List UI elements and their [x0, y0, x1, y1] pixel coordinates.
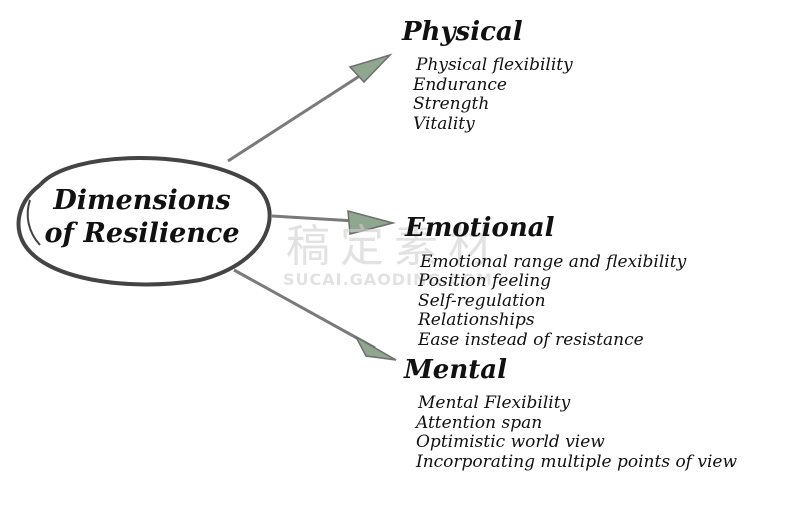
item-mental-1: Mental Flexibility [418, 393, 571, 413]
center-label: Dimensions of Resilience [22, 184, 262, 250]
item-physical-1: Physical flexibility [416, 55, 573, 75]
item-mental-3: Optimistic world view [416, 432, 605, 452]
watermark-cn: 稿定素材 [286, 221, 502, 272]
item-emotional-3: Self-regulation [418, 291, 546, 311]
item-emotional-4: Relationships [418, 310, 535, 330]
item-mental-2: Attention span [416, 413, 543, 433]
center-label-line2: of Resilience [44, 218, 240, 249]
center-ellipse-accent [26, 199, 41, 246]
watermark-en: SUCAI.GAODING.COM [283, 270, 493, 289]
item-emotional-2: Position feeling [418, 271, 552, 291]
item-physical-3: Strength [413, 94, 490, 114]
heading-physical: Physical [402, 17, 523, 47]
item-emotional-5: Ease instead of resistance [418, 330, 644, 350]
heading-emotional: Emotional [405, 213, 555, 243]
center-ellipse [16, 156, 272, 287]
arrow-mental [233, 268, 397, 361]
item-physical-2: Endurance [413, 75, 507, 95]
heading-mental: Mental [404, 355, 507, 385]
center-label-line1: Dimensions [53, 185, 231, 216]
item-mental-4: Incorporating multiple points of view [416, 452, 738, 472]
arrow-emotional [271, 209, 396, 235]
item-physical-4: Vitality [413, 114, 475, 134]
arrow-physical [227, 53, 393, 163]
item-emotional-1: Emotional range and flexibility [420, 252, 687, 272]
